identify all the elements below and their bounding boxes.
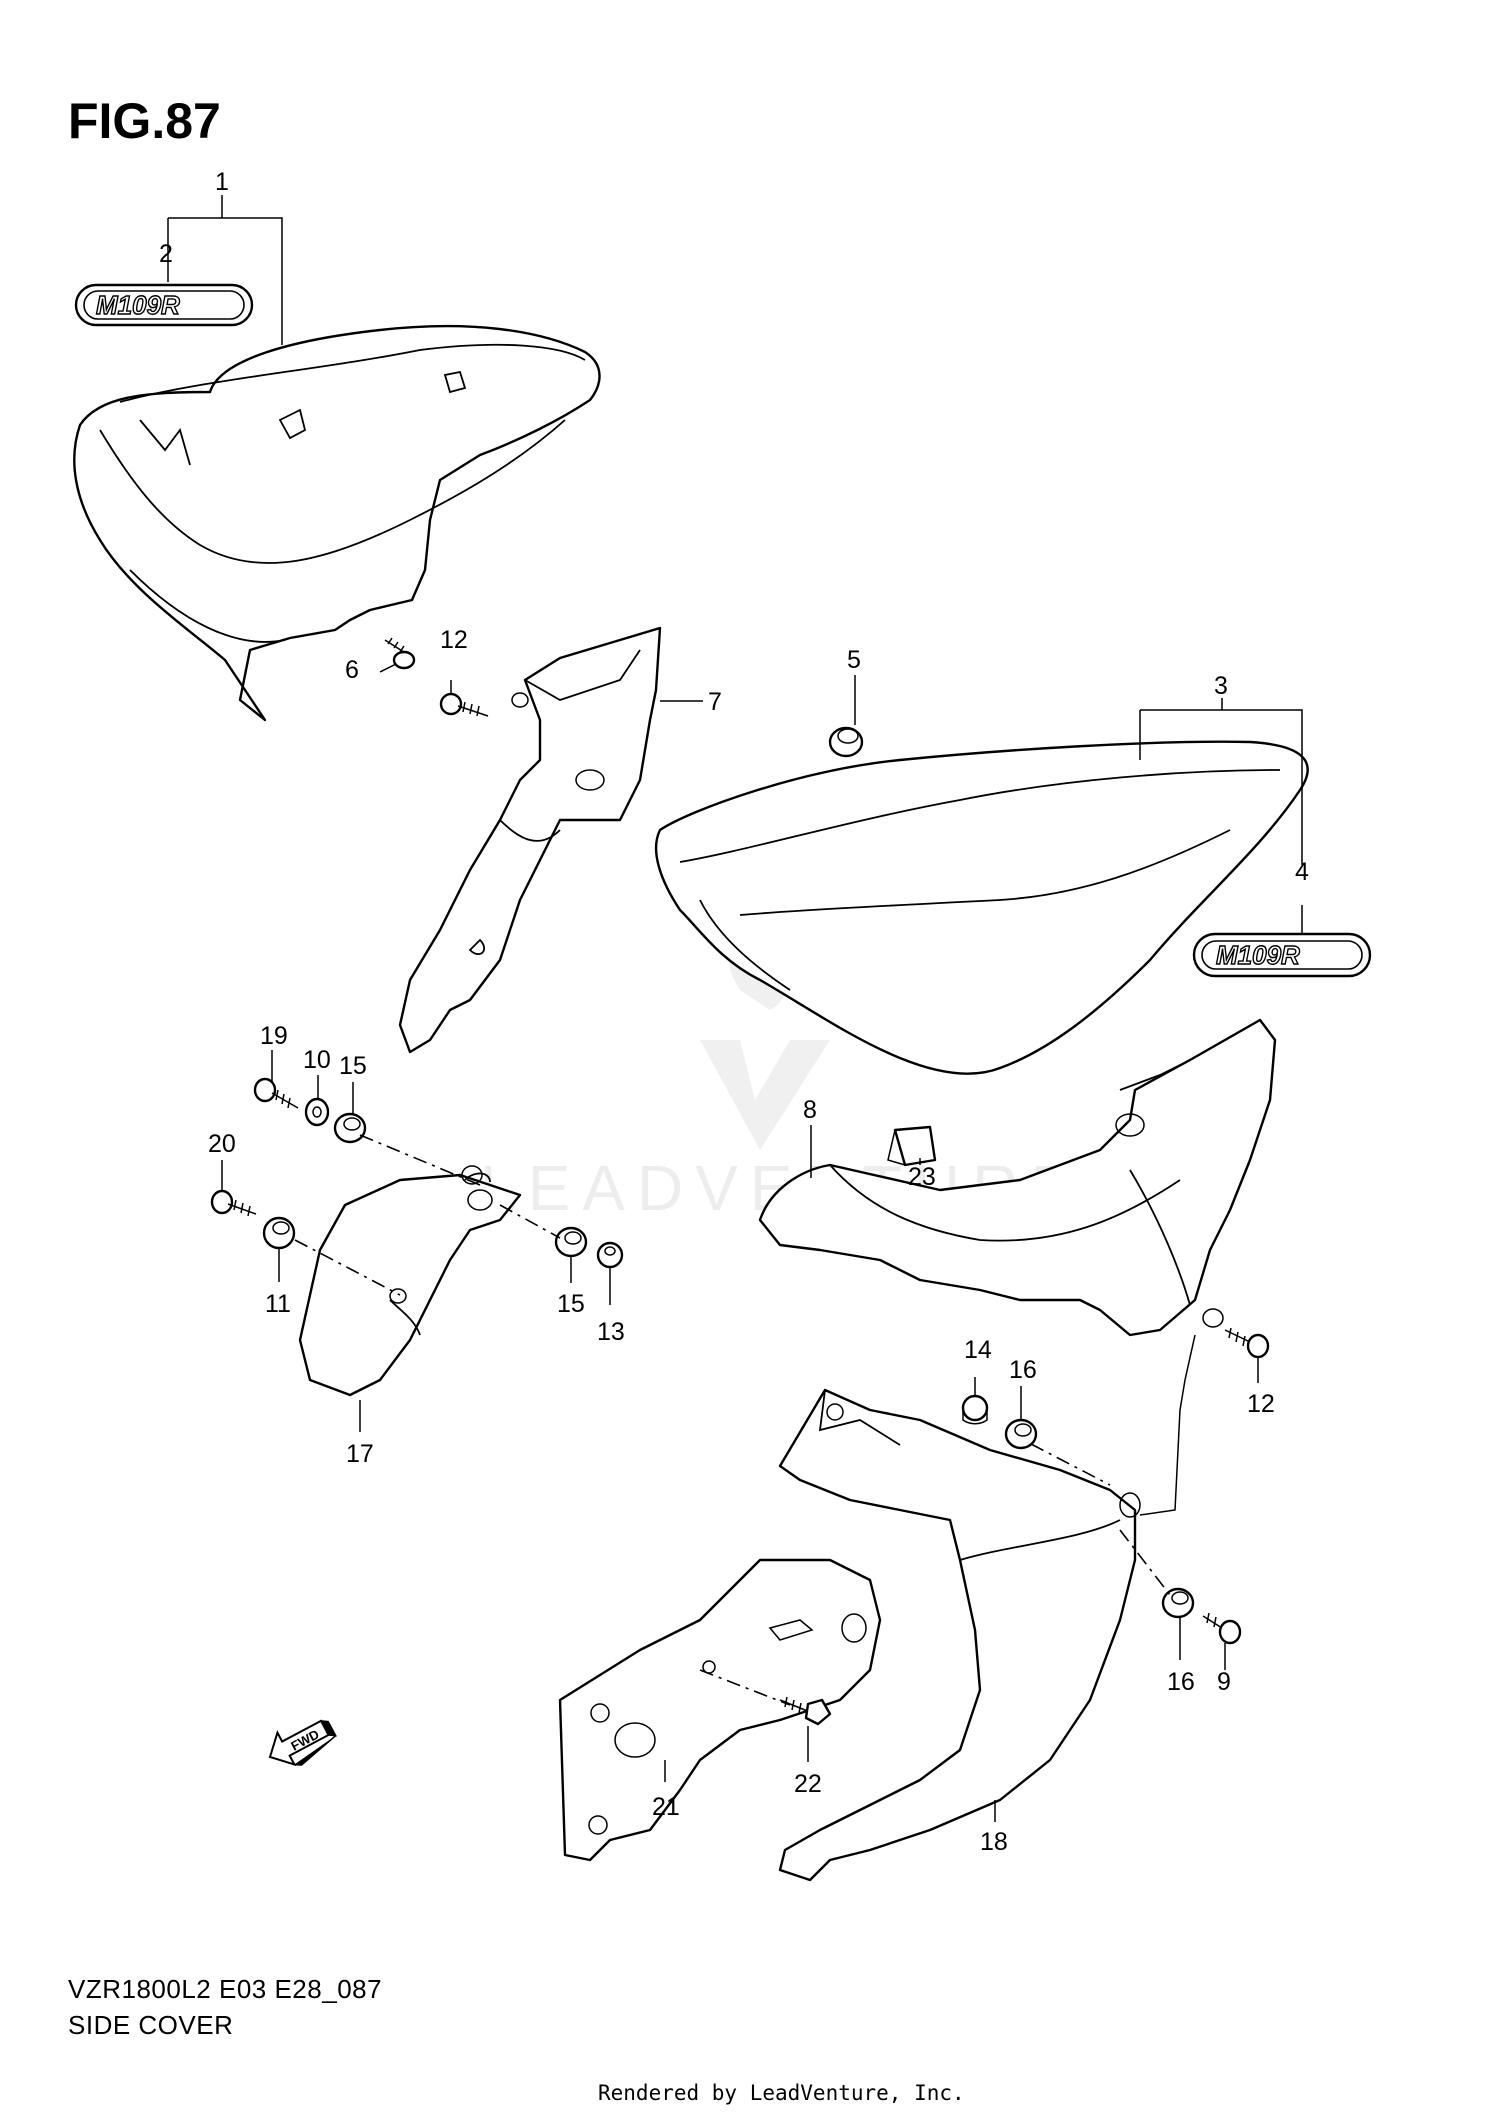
callout-13: 13 bbox=[597, 1318, 625, 1346]
callout-15-lower: 15 bbox=[557, 1290, 585, 1318]
bolt-20 bbox=[210, 1189, 257, 1217]
assembly-line-left-3 bbox=[499, 1204, 561, 1239]
callout-labels: 1 2 3 4 5 6 7 8 9 10 11 12 12 13 14 15 1… bbox=[159, 168, 1309, 1856]
grommet-15-lower bbox=[554, 1226, 588, 1258]
collar-14 bbox=[961, 1394, 989, 1425]
callout-1: 1 bbox=[215, 168, 229, 196]
assembly-line-left-1 bbox=[359, 1134, 481, 1186]
side-bracket-17 bbox=[298, 1165, 522, 1397]
emblem-right-text: M109R bbox=[1216, 940, 1300, 970]
callout-2: 2 bbox=[159, 240, 173, 268]
side-cover-lower-8 bbox=[758, 1018, 1277, 1337]
figure-title: FIG.87 bbox=[68, 93, 221, 149]
bolt-22 bbox=[779, 1696, 832, 1726]
callout-19: 19 bbox=[260, 1022, 288, 1050]
forward-arrow-icon: FWD bbox=[268, 1719, 337, 1767]
grommet-11 bbox=[262, 1216, 296, 1250]
figure-caption: SIDE COVER bbox=[68, 2010, 233, 2040]
callout-4: 4 bbox=[1295, 858, 1309, 886]
callout-20: 20 bbox=[208, 1130, 236, 1158]
washer-10 bbox=[304, 1097, 330, 1127]
callout-22: 22 bbox=[794, 1770, 822, 1798]
callout-16-lower: 16 bbox=[1167, 1668, 1195, 1696]
callout-12-lower: 12 bbox=[1247, 1390, 1275, 1418]
callout-10: 10 bbox=[303, 1046, 331, 1074]
callout-14: 14 bbox=[964, 1336, 992, 1364]
grommet-16-lower bbox=[1161, 1587, 1195, 1619]
assembly-line-left-2 bbox=[294, 1239, 401, 1296]
callout-8: 8 bbox=[803, 1096, 817, 1124]
callout-5: 5 bbox=[847, 646, 861, 674]
right-side-cover bbox=[654, 740, 1309, 1075]
callout-16-upper: 16 bbox=[1009, 1356, 1037, 1384]
emblem-left-text: M109R bbox=[96, 290, 180, 320]
bolt-9 bbox=[1202, 1612, 1242, 1645]
callout-18: 18 bbox=[980, 1828, 1008, 1856]
render-credit: Rendered by LeadVenture, Inc. bbox=[598, 2081, 965, 2105]
left-side-cover bbox=[73, 324, 601, 722]
callout-17: 17 bbox=[346, 1440, 374, 1468]
bolt-19 bbox=[253, 1077, 299, 1109]
callout-15-upper: 15 bbox=[339, 1052, 367, 1080]
callout-3: 3 bbox=[1214, 672, 1228, 700]
callout-7: 7 bbox=[708, 688, 722, 716]
collar-13 bbox=[596, 1241, 624, 1269]
mount-bracket-21 bbox=[558, 1558, 882, 1862]
callout-12-upper: 12 bbox=[440, 626, 468, 654]
assembly-line-right-2 bbox=[1119, 1529, 1171, 1596]
screw-12-lower bbox=[1224, 1327, 1270, 1359]
screw-12-upper bbox=[439, 692, 489, 717]
grommet-5 bbox=[828, 726, 864, 758]
lower-bracket-18 bbox=[778, 1388, 1141, 1882]
callout-23: 23 bbox=[908, 1163, 936, 1191]
grommet-15-upper bbox=[333, 1112, 367, 1144]
callout-6: 6 bbox=[345, 656, 359, 684]
leader-lines bbox=[167, 195, 1303, 1822]
screw-6 bbox=[384, 637, 416, 670]
assembly-line-right-3 bbox=[699, 1669, 791, 1706]
upper-bracket-7 bbox=[398, 626, 662, 1054]
callout-21: 21 bbox=[652, 1793, 680, 1821]
emblem-left: M109R bbox=[74, 283, 254, 327]
model-code: VZR1800L2 E03 E28_087 bbox=[68, 1974, 382, 2004]
clip-23 bbox=[887, 1125, 937, 1167]
emblem-right: M109R bbox=[1192, 932, 1372, 978]
callout-9: 9 bbox=[1217, 1668, 1231, 1696]
callout-11: 11 bbox=[265, 1290, 291, 1318]
